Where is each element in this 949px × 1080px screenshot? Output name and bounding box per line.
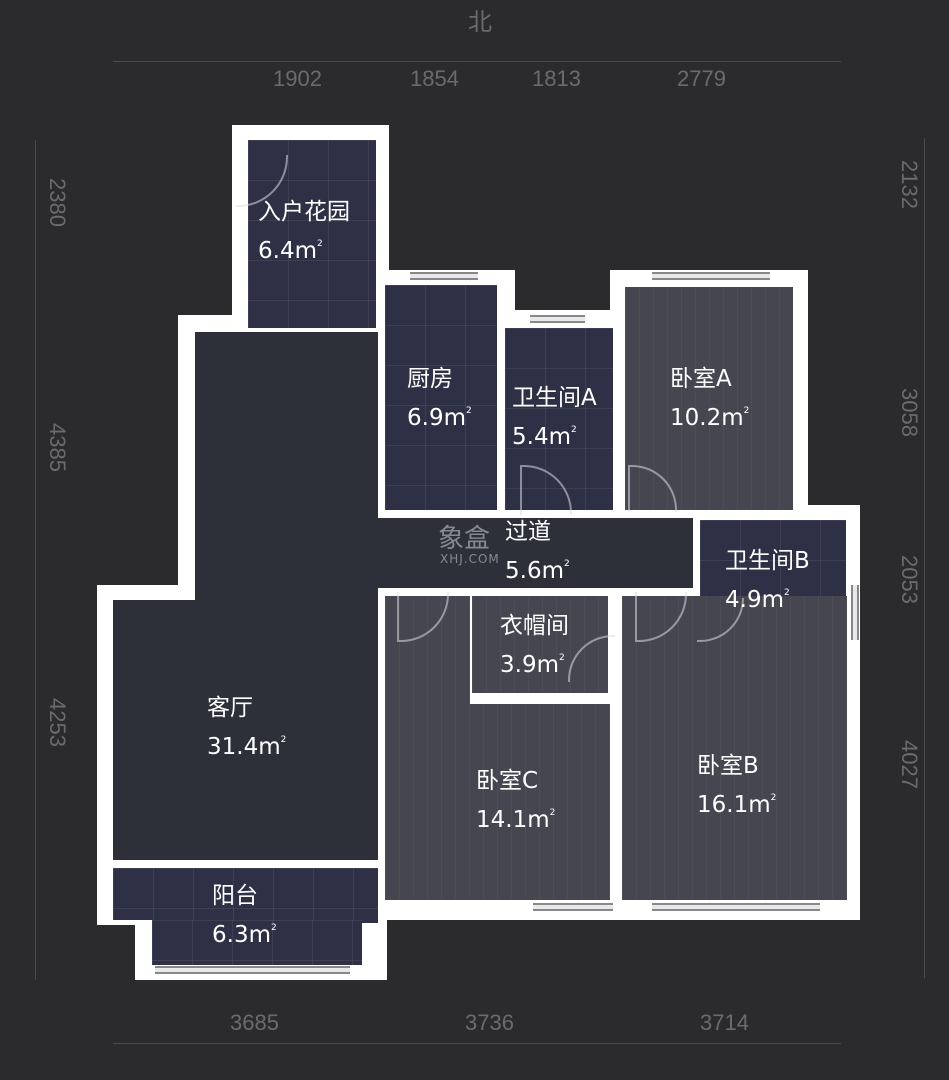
label-bedroom-a: 卧室A 10.2m2 [670,363,749,434]
dim-bottom-2: 3736 [465,1010,514,1035]
room-name: 阳台 [212,883,258,909]
label-bathroom-b: 卫生间B 4.9m2 [725,545,810,616]
room-area: 10.2 [670,405,722,431]
room-area: 31.4 [207,734,259,760]
room-area: 5.4 [512,424,549,450]
room-living-room-lower [113,600,378,860]
room-area: 14.1 [476,807,528,833]
right-dimension-line [924,138,925,978]
room-bedroom-c-main [385,704,610,900]
window [652,903,820,911]
top-dimension-line [113,61,841,62]
dim-right-1: 2132 [897,160,922,209]
label-cloakroom: 衣帽间 3.9m2 [500,610,569,681]
window [410,272,478,280]
window [155,966,350,974]
room-name: 入户花园 [258,199,350,225]
dim-right-4: 4027 [897,740,922,789]
room-bedroom-b-top [622,645,847,655]
label-bedroom-c: 卧室C 14.1m2 [476,765,555,836]
wall [113,860,155,868]
outside-notch [97,925,135,980]
window [851,585,859,640]
dim-bottom-1: 3685 [230,1010,279,1035]
dim-top-2: 1854 [410,66,459,91]
room-name: 卫生间A [512,385,597,411]
label-kitchen: 厨房 6.9m2 [407,363,472,434]
room-living-room [195,332,378,600]
label-living-room: 客厅 31.4m2 [207,692,286,763]
room-bedroom-b [622,596,847,900]
room-area: 6.4 [258,238,295,264]
dim-top-3: 1813 [532,66,581,91]
window [530,315,585,323]
dim-right-2: 3058 [897,388,922,437]
label-bathroom-a: 卫生间A 5.4m2 [512,382,597,453]
dim-top-4: 2779 [677,66,726,91]
room-area: 16.1 [697,792,749,818]
room-area: 5.6 [505,558,542,584]
room-area: 6.9 [407,405,444,431]
room-area: 3.9 [500,652,537,678]
room-area: 4.9 [725,587,762,613]
room-name: 厨房 [407,366,453,392]
room-balcony [113,868,378,923]
dim-left-2: 4385 [45,423,70,472]
room-hallway [378,518,693,588]
watermark-logo: 象盒 [438,524,491,554]
room-name: 客厅 [207,695,253,721]
dim-top-1: 1902 [273,66,322,91]
dim-left-3: 4253 [45,698,70,747]
room-name: 卧室C [476,768,539,794]
label-hallway: 过道 5.6m2 [505,516,570,587]
dim-bottom-3: 3714 [700,1010,749,1035]
wall [340,860,378,868]
room-name: 卧室A [670,366,732,392]
left-dimension-line [35,140,36,980]
label-entry-garden: 入户花园 6.4m2 [258,196,350,267]
dim-right-3: 2053 [897,555,922,604]
window [652,272,770,280]
room-name: 卫生间B [725,548,810,574]
window [533,903,613,911]
north-label: 北 [468,9,492,36]
room-balcony-lower [152,920,362,965]
room-name: 衣帽间 [500,613,569,639]
room-name: 过道 [505,519,551,545]
label-bedroom-b: 卧室B 16.1m2 [697,750,776,821]
label-balcony: 阳台 6.3m2 [212,880,277,951]
room-area: 6.3 [212,922,249,948]
dim-left-1: 2380 [45,178,70,227]
watermark-site: XHJ.COM [440,552,500,566]
bottom-dimension-line [113,1043,841,1044]
room-kitchen [385,285,497,510]
room-name: 卧室B [697,753,759,779]
